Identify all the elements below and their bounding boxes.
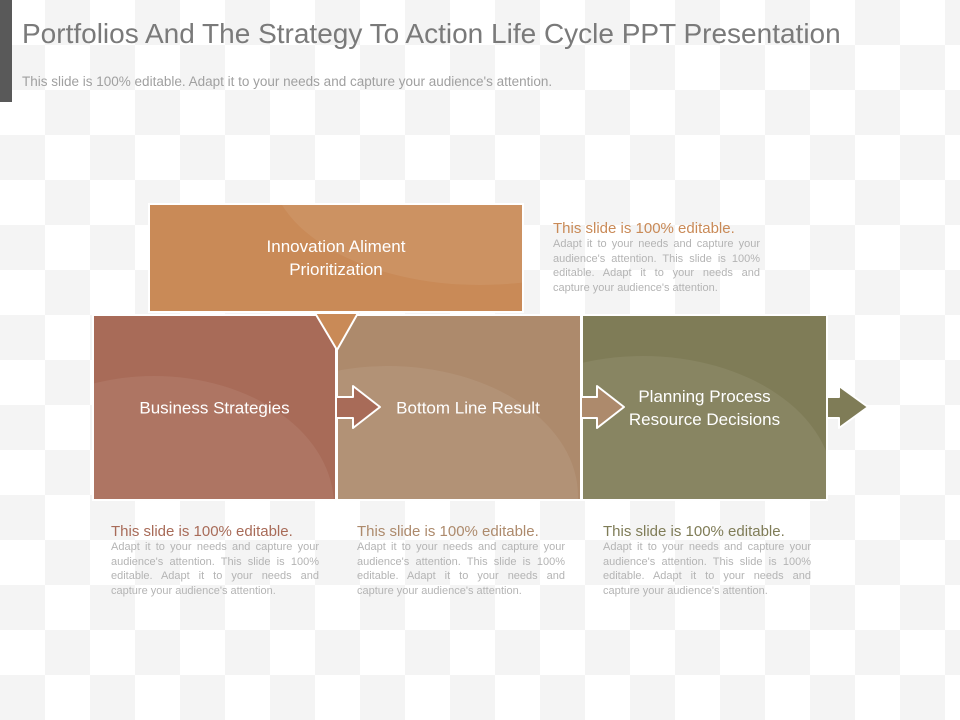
innovation-label-line1: Innovation Aliment	[266, 237, 406, 256]
note-body: Adapt it to your needs and capture your …	[357, 541, 565, 597]
innovation-box: Innovation Aliment Prioritization	[148, 203, 524, 313]
planning-process-label: Planning Process Resource Decisions	[583, 385, 826, 431]
note-heading: This slide is 100% editable.	[553, 220, 735, 237]
note-planning-process: This slide is 100% editable. Adapt it to…	[603, 523, 811, 598]
note-business-strategies: This slide is 100% editable. Adapt it to…	[111, 523, 319, 598]
slide-title: Portfolios And The Strategy To Action Li…	[22, 18, 841, 49]
innovation-label-line2: Prioritization	[289, 260, 383, 279]
right-arrow-icon	[826, 385, 869, 429]
planning-process-box: Planning Process Resource Decisions	[581, 314, 828, 501]
business-strategies-label: Business Strategies	[139, 398, 290, 417]
title-accent-bar	[0, 0, 12, 102]
innovation-box-label: Innovation Aliment Prioritization	[150, 235, 522, 281]
note-body: Adapt it to your needs and capture your …	[603, 541, 811, 597]
bottom-line-result-box: Bottom Line Result	[336, 314, 582, 501]
box-sheen	[338, 366, 578, 499]
planning-label-line2: Resource Decisions	[628, 409, 781, 429]
business-strategies-box: Business Strategies	[92, 314, 337, 501]
note-bottom-line-result: This slide is 100% editable. Adapt it to…	[357, 523, 565, 598]
planning-label-line1: Planning Process	[638, 386, 771, 406]
note-body: Adapt it to your needs and capture your …	[111, 541, 319, 597]
note-heading: This slide is 100% editable.	[357, 523, 539, 540]
note-body: Adapt it to your needs and capture your …	[553, 238, 760, 294]
note-top: This slide is 100% editable. Adapt it to…	[553, 220, 760, 295]
note-heading: This slide is 100% editable.	[603, 523, 785, 540]
note-heading: This slide is 100% editable.	[111, 523, 293, 540]
slide-subtitle: This slide is 100% editable. Adapt it to…	[22, 74, 553, 89]
bottom-line-result-label: Bottom Line Result	[396, 398, 540, 417]
box-sheen	[94, 376, 334, 499]
